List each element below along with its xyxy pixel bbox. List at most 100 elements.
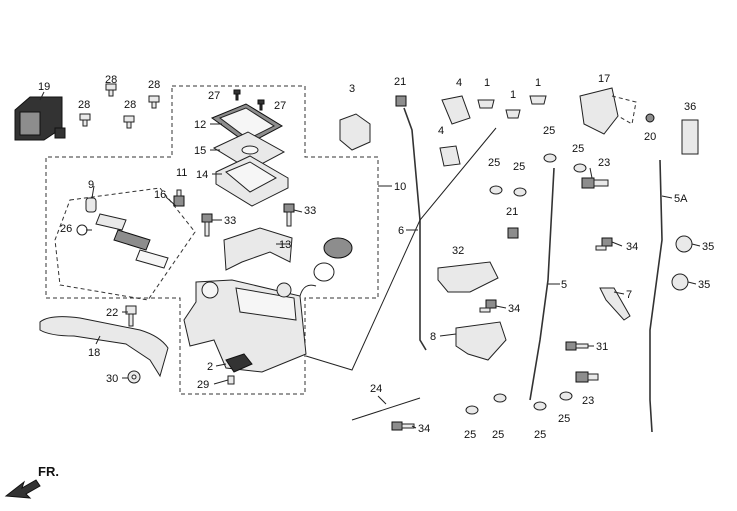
callout-12: 12 bbox=[194, 119, 206, 131]
callout-25: 25 bbox=[464, 429, 476, 441]
callout-25: 25 bbox=[513, 161, 525, 173]
callout-34: 34 bbox=[418, 423, 430, 435]
callout-36: 36 bbox=[684, 101, 696, 113]
callout-7: 7 bbox=[626, 289, 632, 301]
part-33-bolts bbox=[201, 203, 295, 237]
callouts: 19 28 28 28 28 27 27 12 15 14 3 10 9 16 … bbox=[38, 73, 714, 441]
callout-20: 20 bbox=[644, 131, 656, 143]
callout-25: 25 bbox=[488, 157, 500, 169]
part-3-boot bbox=[339, 113, 371, 151]
callout-3: 3 bbox=[349, 83, 355, 95]
leader-lines bbox=[86, 123, 701, 429]
assembly-outline-10 bbox=[45, 85, 379, 395]
callout-4: 4 bbox=[438, 125, 444, 137]
callout-25: 25 bbox=[558, 413, 570, 425]
callout-33: 33 bbox=[304, 205, 316, 217]
callout-2: 2 bbox=[207, 361, 213, 373]
callout-1: 1 bbox=[484, 77, 490, 89]
part-25-washers bbox=[465, 153, 587, 415]
callout-35: 35 bbox=[698, 279, 710, 291]
part-32-bracket bbox=[437, 261, 499, 293]
cable-connection bbox=[305, 127, 497, 371]
callout-19: 19 bbox=[38, 81, 50, 93]
part-18-lever bbox=[39, 316, 169, 378]
callout-23: 23 bbox=[598, 157, 610, 169]
callout-28: 28 bbox=[124, 99, 136, 111]
callout-23: 23 bbox=[582, 395, 594, 407]
part-2-switch bbox=[225, 353, 253, 373]
callout-8: 8 bbox=[430, 331, 436, 343]
part-21-bolts bbox=[395, 95, 519, 239]
callout-5: 5 bbox=[561, 279, 567, 291]
part-19-switch bbox=[14, 96, 66, 141]
callout-6: 6 bbox=[398, 225, 404, 237]
callout-30: 30 bbox=[106, 373, 118, 385]
callout-29: 29 bbox=[197, 379, 209, 391]
part-31-bolt bbox=[565, 341, 589, 351]
callout-21: 21 bbox=[506, 206, 518, 218]
part-17-mount bbox=[579, 87, 637, 135]
cable-5 bbox=[529, 167, 555, 401]
callout-26: 26 bbox=[60, 223, 72, 235]
callout-9: 9 bbox=[88, 179, 94, 191]
callout-28: 28 bbox=[78, 99, 90, 111]
part-1-nuts bbox=[477, 95, 547, 119]
part-20-screw bbox=[645, 113, 655, 123]
part-8-bracket bbox=[455, 321, 507, 361]
callout-33: 33 bbox=[224, 215, 236, 227]
part-27-screws bbox=[233, 89, 265, 111]
part-9-cap bbox=[85, 197, 97, 213]
callout-28: 28 bbox=[148, 79, 160, 91]
callout-14: 14 bbox=[196, 169, 208, 181]
part-13-clamp bbox=[223, 227, 293, 271]
callout-5A: 5A bbox=[674, 193, 688, 205]
callout-27: 27 bbox=[274, 100, 286, 112]
piston-kit bbox=[95, 213, 169, 269]
callout-25: 25 bbox=[572, 143, 584, 155]
part-24-rod bbox=[351, 397, 421, 421]
callout-10: 10 bbox=[394, 181, 406, 193]
callout-35: 35 bbox=[702, 241, 714, 253]
callout-18: 18 bbox=[88, 347, 100, 359]
callout-16: 16 bbox=[154, 189, 166, 201]
part-36-sleeve bbox=[681, 119, 699, 155]
seal-rings bbox=[276, 237, 353, 298]
callout-13: 13 bbox=[279, 239, 291, 251]
part-30-nut bbox=[127, 370, 141, 384]
part-12-cap bbox=[210, 103, 284, 145]
callout-24: 24 bbox=[370, 383, 382, 395]
front-arrow-label: FR. bbox=[38, 464, 59, 479]
callout-22: 22 bbox=[106, 307, 118, 319]
callout-17: 17 bbox=[598, 73, 610, 85]
callout-11: 11 bbox=[176, 167, 187, 179]
callout-32: 32 bbox=[452, 245, 464, 257]
callout-34: 34 bbox=[508, 303, 520, 315]
part-4-clips bbox=[439, 95, 471, 167]
part-14-plate bbox=[215, 155, 289, 207]
cable-6 bbox=[403, 107, 427, 351]
callout-15: 15 bbox=[194, 145, 206, 157]
part-29-screw bbox=[227, 375, 235, 385]
part-34-bolts bbox=[391, 237, 613, 431]
callout-25: 25 bbox=[534, 429, 546, 441]
master-cylinder-body bbox=[183, 279, 307, 373]
callout-28: 28 bbox=[105, 74, 117, 86]
callout-31: 31 bbox=[596, 341, 608, 353]
callout-25: 25 bbox=[543, 125, 555, 137]
part-7-stay bbox=[599, 287, 631, 321]
part-22-bolt bbox=[125, 305, 137, 327]
callout-25: 25 bbox=[492, 429, 504, 441]
callout-27: 27 bbox=[208, 90, 220, 102]
callout-1: 1 bbox=[535, 77, 541, 89]
part-28-screws bbox=[79, 83, 160, 129]
front-arrow: FR. bbox=[4, 464, 59, 499]
assembly-outline-16 bbox=[54, 187, 196, 301]
callout-34: 34 bbox=[626, 241, 638, 253]
callout-4: 4 bbox=[456, 77, 462, 89]
callout-1: 1 bbox=[510, 89, 516, 101]
part-26-clip bbox=[76, 224, 88, 236]
cable-5a bbox=[649, 159, 663, 433]
part-11-bleeder bbox=[173, 189, 185, 207]
callout-21: 21 bbox=[394, 76, 406, 88]
part-23-bolts bbox=[575, 177, 609, 383]
